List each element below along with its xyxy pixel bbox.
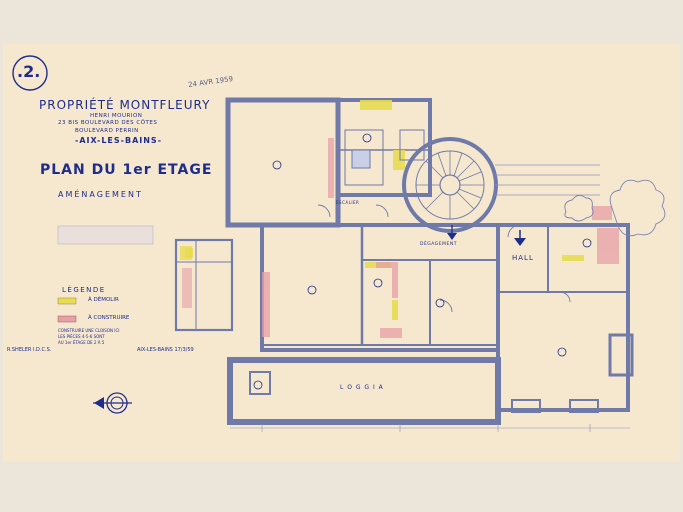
entrance-arrow-icon (447, 225, 526, 246)
north-arrow-icon (93, 392, 132, 414)
legend-label-demolish: À DÉMOLIR (88, 297, 119, 303)
signature-place-date: AIX-LES-BAINS 17/3/59 (137, 347, 194, 353)
trees (564, 179, 666, 237)
property-name: PROPRIÉTÉ MONTFLEURY (39, 98, 211, 112)
building-walls (225, 97, 634, 425)
drawing-sheet (3, 44, 680, 462)
room-number-markers (253, 133, 592, 390)
room-label-escalier: ESCALIER (336, 200, 360, 205)
plan-subtitle: AMÉNAGEMENT (58, 190, 143, 199)
sheet-number: .2. (17, 62, 41, 81)
archive-stamp (57, 225, 154, 245)
legend-swatch-construct (57, 315, 77, 323)
architect-signature: R.SHELER I.D.C.S. (7, 347, 52, 353)
spiral-staircase (402, 137, 498, 233)
kitchen-layout (344, 129, 425, 186)
address-line-1: 23 BIS BOULEVARD DES CÔTES (58, 120, 158, 126)
plan-title: PLAN DU 1er ETAGE (40, 162, 213, 178)
legend-label-construct: À CONSTRUIRE (88, 315, 130, 321)
city-name: -AIX-LES-BAINS- (75, 136, 163, 145)
legend-title: LÉGENDE (62, 286, 106, 294)
demolish-markings (185, 100, 584, 320)
note-line-3: AU 1er ÉTAGE DE 2 À 5 (58, 340, 105, 345)
address-line-2: BOULEVARD PERRIN (75, 128, 139, 134)
room-label-loggia: L O G G I A (340, 384, 384, 391)
exterior-steps (495, 164, 600, 196)
legend-swatch-demolish (57, 297, 77, 305)
room-label-degagement: DÉGAGEMENT (420, 242, 457, 247)
sheet-number-circle (12, 55, 48, 91)
dimension-line (230, 424, 630, 432)
note-line-1: CONSTRUIRE UNE CLOISON ICI (58, 328, 120, 333)
owner-name: HENRI MOURION (90, 113, 143, 119)
door-swings (317, 204, 571, 313)
room-label-hall: HALL (512, 254, 534, 262)
note-line-2: LES PIÈCES 4-5-6 SONT (58, 334, 105, 339)
detail-inset (174, 238, 234, 332)
construct-markings (262, 138, 619, 338)
